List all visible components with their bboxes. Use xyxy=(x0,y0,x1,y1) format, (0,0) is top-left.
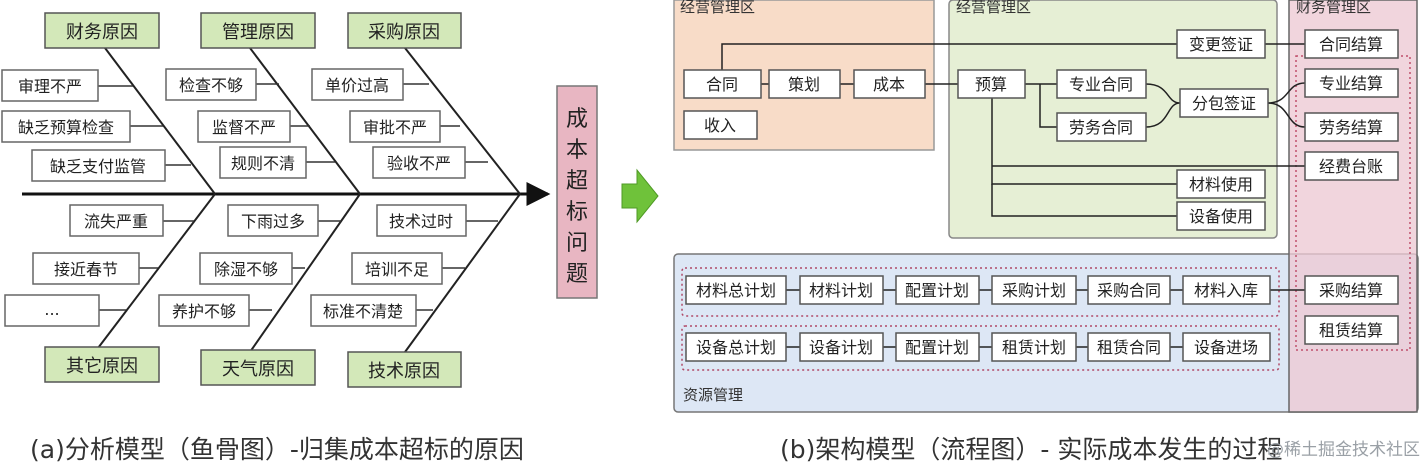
effect-char: 成 xyxy=(566,107,588,132)
cause-label: 规则不清 xyxy=(231,154,295,173)
zone-resource-label: 资源管理 xyxy=(683,386,743,404)
cause-label: 验收不严 xyxy=(387,154,451,173)
node-plan: 策划 xyxy=(788,75,820,94)
category-tech: 技术原因 xyxy=(368,361,440,382)
cause-label: 审批不严 xyxy=(363,118,427,137)
fishbone-diagram: 财务原因 管理原因 采购原因 其它原因 天气原因 技术原因 xyxy=(1,12,598,388)
flow-node-boxes xyxy=(683,29,1399,362)
material-chain-item: 配置计划 xyxy=(905,281,969,300)
effect-char: 超 xyxy=(566,169,588,194)
cause-labels: 审理不严 缺乏预算检查 缺乏支付监管 检查不够 监督不严 规则不清 单价过高 审… xyxy=(18,76,453,321)
node-income: 收入 xyxy=(704,116,736,135)
node-cost: 成本 xyxy=(873,75,905,94)
material-chain-item: 采购合同 xyxy=(1097,281,1161,300)
category-management: 管理原因 xyxy=(222,22,294,43)
cause-label: 检查不够 xyxy=(179,76,243,95)
node-change-visa: 变更签证 xyxy=(1189,35,1253,54)
zone-business-label: 经营管理区 xyxy=(680,0,755,16)
flow-connectors xyxy=(721,43,1306,348)
material-chain-item: 采购计划 xyxy=(1002,281,1066,300)
category-purchase: 采购原因 xyxy=(368,22,440,43)
effect-box xyxy=(556,85,598,299)
category-boxes-top: 财务原因 管理原因 采购原因 xyxy=(44,12,462,49)
equipment-chain-item: 设备进场 xyxy=(1194,338,1258,357)
node-contract: 合同 xyxy=(706,75,738,94)
category-weather: 天气原因 xyxy=(222,359,294,380)
equipment-chain-item: 租赁计划 xyxy=(1002,338,1066,357)
material-chain-item: 材料总计划 xyxy=(696,281,776,300)
cause-label: 监督不严 xyxy=(212,118,276,137)
effect-char: 题 xyxy=(566,262,588,287)
caption-architecture: (b)架构模型（流程图）- 实际成本发生的过程 xyxy=(780,435,1283,464)
category-other: 其它原因 xyxy=(66,356,138,377)
category-finance: 财务原因 xyxy=(66,22,138,43)
cause-label: 单价过高 xyxy=(325,76,389,95)
cause-label: 接近春节 xyxy=(54,260,118,279)
material-chain-item: 材料计划 xyxy=(809,281,873,300)
node-specialty-settlement: 专业结算 xyxy=(1319,74,1383,93)
equipment-chain-group xyxy=(681,325,1280,371)
cause-label: 流失严重 xyxy=(84,212,148,231)
node-contract-settlement: 合同结算 xyxy=(1319,35,1383,54)
cause-label: 培训不足 xyxy=(365,260,429,279)
node-lease-settlement: 租赁结算 xyxy=(1319,321,1383,340)
node-material-use: 材料使用 xyxy=(1189,175,1253,194)
material-chain-group xyxy=(681,267,1280,317)
node-purchase-settlement: 采购结算 xyxy=(1319,281,1383,300)
category-boxes-bottom: 其它原因 天气原因 技术原因 xyxy=(44,346,462,388)
effect-char: 本 xyxy=(566,138,588,163)
cause-label: 养护不够 xyxy=(172,302,236,321)
cause-label: 除湿不够 xyxy=(214,260,278,279)
equipment-chain-item: 设备计划 xyxy=(809,338,873,357)
node-specialty-contract: 专业合同 xyxy=(1069,75,1133,94)
node-labor-settlement: 劳务结算 xyxy=(1319,118,1383,137)
zone-operation-label: 经营管理区 xyxy=(956,0,1031,16)
cause-connectors xyxy=(98,83,498,311)
cause-label: 审理不严 xyxy=(18,77,82,96)
transition-arrow-icon xyxy=(621,168,659,224)
architecture-diagram: 经营管理区 经营管理区 资源管理 财务管理区 xyxy=(673,0,1419,413)
node-subcontract-visa: 分包签证 xyxy=(1192,94,1256,113)
fishbone-ribs xyxy=(94,47,521,353)
cause-label: 缺乏支付监管 xyxy=(50,157,146,176)
flow-node-labels: 合同 策划 成本 收入 预算 专业合同 劳务合同 分包签证 变更签证 材料使用 … xyxy=(696,35,1383,357)
cause-label: 缺乏预算检查 xyxy=(18,118,114,137)
material-chain-item: 材料入库 xyxy=(1194,281,1258,300)
cause-label: 标准不清楚 xyxy=(323,302,403,321)
zone-finance-label: 财务管理区 xyxy=(1296,0,1371,16)
node-labor-contract: 劳务合同 xyxy=(1069,118,1133,137)
node-equipment-use: 设备使用 xyxy=(1189,207,1253,226)
cause-label: 技术过时 xyxy=(389,212,453,231)
watermark: @稀土掘金技术社区 xyxy=(1267,440,1420,460)
node-budget: 预算 xyxy=(975,75,1007,94)
cause-label: ... xyxy=(44,300,59,319)
equipment-chain-item: 配置计划 xyxy=(905,338,969,357)
equipment-chain-item: 设备总计划 xyxy=(696,338,776,357)
caption-fishbone: (a)分析模型（鱼骨图）-归集成本超标的原因 xyxy=(30,435,524,464)
effect-char: 问 xyxy=(566,231,588,256)
effect-char: 标 xyxy=(566,200,588,225)
equipment-chain-item: 租赁合同 xyxy=(1097,338,1161,357)
effect-label: 成 本 超 标 问 题 xyxy=(566,107,588,287)
node-expense-ledger: 经费台账 xyxy=(1319,157,1383,176)
cause-boxes xyxy=(1,68,467,327)
cause-label: 下雨过多 xyxy=(241,212,305,231)
